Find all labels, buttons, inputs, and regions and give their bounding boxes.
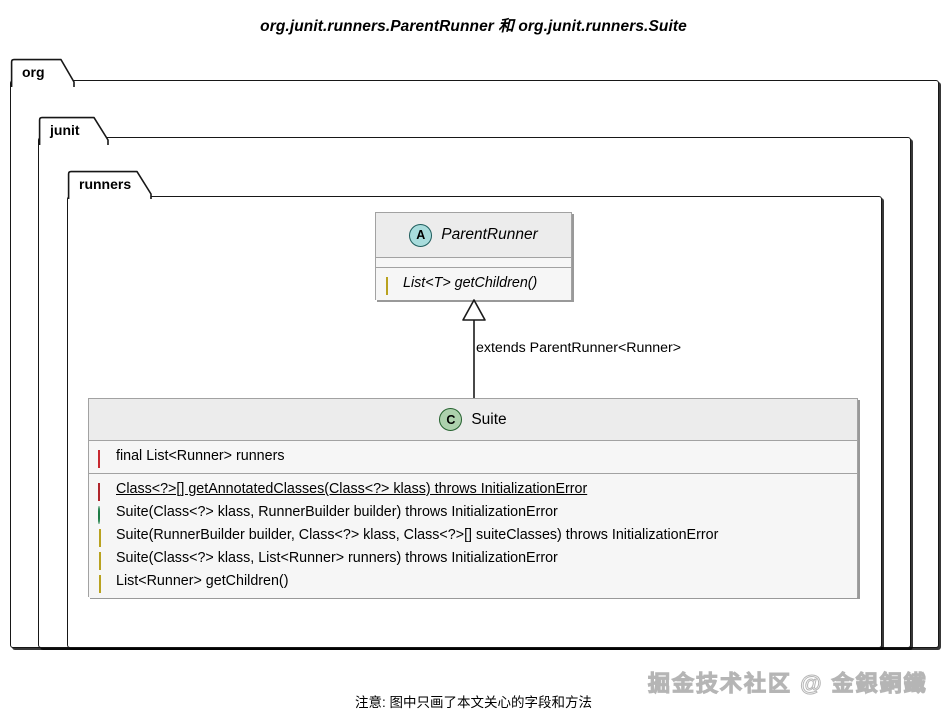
- class-name-suite: Suite: [471, 410, 507, 428]
- abstract-class-badge-icon: A: [409, 223, 433, 247]
- class-member-row[interactable]: Suite(Class<?> klass, List<Runner> runne…: [89, 547, 857, 570]
- class-box-suite[interactable]: C Suite final List<Runner> runners Class…: [88, 398, 858, 598]
- package-tab-runners: runners: [67, 170, 167, 199]
- concrete-class-badge-icon: C: [439, 408, 463, 431]
- methods-compartment-suite: Class<?>[] getAnnotatedClasses(Class<?> …: [89, 474, 857, 598]
- class-member-row[interactable]: List<Runner> getChildren(): [89, 570, 857, 593]
- generalization-arrow: [462, 299, 486, 399]
- member-signature: final List<Runner> runners: [116, 448, 285, 464]
- footer-note: 注意: 图中只画了本文关心的字段和方法: [354, 695, 592, 710]
- class-name-parentrunner: ParentRunner: [441, 226, 538, 243]
- package-tab-shape: [67, 170, 152, 199]
- protected-diamond-icon: [385, 277, 396, 295]
- protected-diamond-icon: [98, 575, 109, 593]
- private-square-icon: [98, 450, 109, 468]
- package-label-runners: runners: [79, 176, 132, 192]
- class-member-row[interactable]: final List<Runner> runners: [89, 445, 857, 468]
- package-label-junit: junit: [50, 122, 80, 138]
- class-header-suite: C Suite: [89, 399, 857, 441]
- package-tab-junit: junit: [38, 116, 110, 145]
- class-header-parentrunner: A ParentRunner: [376, 213, 571, 258]
- package-label-org: org: [22, 64, 45, 80]
- member-signature: List<Runner> getChildren(): [116, 573, 289, 589]
- class-member-row[interactable]: Suite(RunnerBuilder builder, Class<?> kl…: [89, 524, 857, 547]
- protected-diamond-icon: [98, 552, 109, 570]
- fields-compartment-parentrunner: [376, 258, 571, 268]
- relation-label-extends: extends ParentRunner<Runner>: [476, 340, 682, 356]
- page-title: org.junit.runners.ParentRunner 和 org.jun…: [260, 18, 687, 35]
- member-signature: Class<?>[] getAnnotatedClasses(Class<?> …: [116, 481, 588, 497]
- member-signature: Suite(Class<?> klass, List<Runner> runne…: [116, 550, 558, 566]
- class-member-row[interactable]: Suite(Class<?> klass, RunnerBuilder buil…: [89, 501, 857, 524]
- fields-compartment-suite: final List<Runner> runners: [89, 441, 857, 474]
- protected-diamond-icon: [98, 529, 109, 547]
- member-signature: Suite(Class<?> klass, RunnerBuilder buil…: [116, 504, 558, 520]
- methods-compartment-parentrunner: List<T> getChildren(): [376, 268, 571, 300]
- package-tab-shape: [38, 116, 109, 145]
- class-member-row[interactable]: Class<?>[] getAnnotatedClasses(Class<?> …: [89, 478, 857, 501]
- member-signature: Suite(RunnerBuilder builder, Class<?> kl…: [116, 527, 719, 543]
- class-box-parentrunner[interactable]: A ParentRunner List<T> getChildren(): [375, 212, 572, 300]
- public-circle-icon: [98, 506, 109, 524]
- package-tab-org: org: [10, 58, 76, 87]
- package-tab-shape: [10, 58, 75, 87]
- private-static-square-icon: [98, 483, 109, 501]
- member-signature: List<T> getChildren(): [403, 275, 538, 291]
- class-member-row[interactable]: List<T> getChildren(): [376, 272, 571, 295]
